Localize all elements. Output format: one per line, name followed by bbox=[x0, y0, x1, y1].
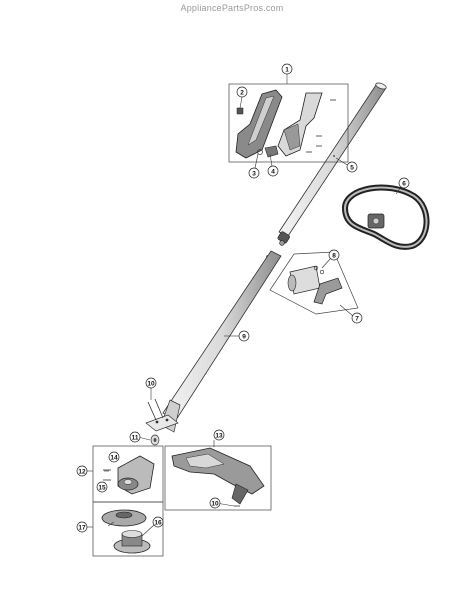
callout-label: 3 bbox=[252, 171, 256, 178]
callout-9: 9 bbox=[238, 330, 250, 342]
callout-label: 15 bbox=[98, 485, 106, 492]
callout-16: 16 bbox=[152, 516, 164, 528]
callout-label: 10 bbox=[211, 501, 219, 508]
upper-shaft bbox=[278, 82, 387, 237]
callout-12: 12 bbox=[76, 465, 88, 477]
callout-6: 6 bbox=[398, 177, 410, 189]
callout-2: 2 bbox=[236, 86, 248, 98]
callout-label: 11 bbox=[132, 435, 139, 442]
callout-7: 7 bbox=[351, 312, 363, 324]
callout-10-upper: 10 bbox=[145, 377, 157, 389]
callout-label: 5 bbox=[350, 165, 354, 172]
callout-label: 16 bbox=[154, 520, 162, 527]
leader-lines-outer bbox=[87, 470, 93, 528]
watermark: AppliancePartsPros.com bbox=[180, 3, 284, 13]
callout-4: 4 bbox=[267, 165, 279, 177]
gearbox-box bbox=[92, 445, 164, 503]
callout-label: 2 bbox=[240, 90, 244, 97]
callout-label: 6 bbox=[402, 181, 406, 188]
spacer-11 bbox=[150, 434, 160, 446]
spool-box bbox=[92, 501, 164, 557]
callout-label: 8 bbox=[332, 253, 336, 260]
leader-lines bbox=[104, 96, 402, 537]
callout-17: 17 bbox=[76, 521, 88, 533]
callout-label: 7 bbox=[355, 316, 359, 323]
shaft-clamp bbox=[145, 398, 179, 432]
callout-14: 14 bbox=[108, 451, 120, 463]
callout-5: 5 bbox=[346, 161, 358, 173]
callout-label: 13 bbox=[215, 433, 223, 440]
callout-label: 9 bbox=[242, 334, 246, 341]
callout-label: 14 bbox=[110, 455, 118, 462]
guard-box bbox=[164, 445, 272, 511]
callout-13: 13 bbox=[213, 429, 225, 441]
box-1-handle-assembly bbox=[228, 74, 349, 163]
lower-shaft bbox=[160, 250, 282, 433]
callout-3: 3 bbox=[248, 167, 260, 179]
callout-10-lower: 10 bbox=[209, 497, 221, 509]
box-7-bracket bbox=[269, 251, 359, 315]
callout-label: 12 bbox=[78, 469, 86, 476]
callout-8: 8 bbox=[328, 249, 340, 261]
callout-15: 15 bbox=[96, 481, 108, 493]
loop-handle bbox=[341, 184, 430, 250]
callout-label: 4 bbox=[271, 169, 275, 176]
callout-label: 10 bbox=[147, 381, 155, 388]
callout-1: 1 bbox=[281, 63, 293, 75]
callout-label: 1 bbox=[285, 67, 289, 74]
callout-label: 17 bbox=[78, 525, 86, 532]
callout-11: 11 bbox=[129, 431, 141, 443]
